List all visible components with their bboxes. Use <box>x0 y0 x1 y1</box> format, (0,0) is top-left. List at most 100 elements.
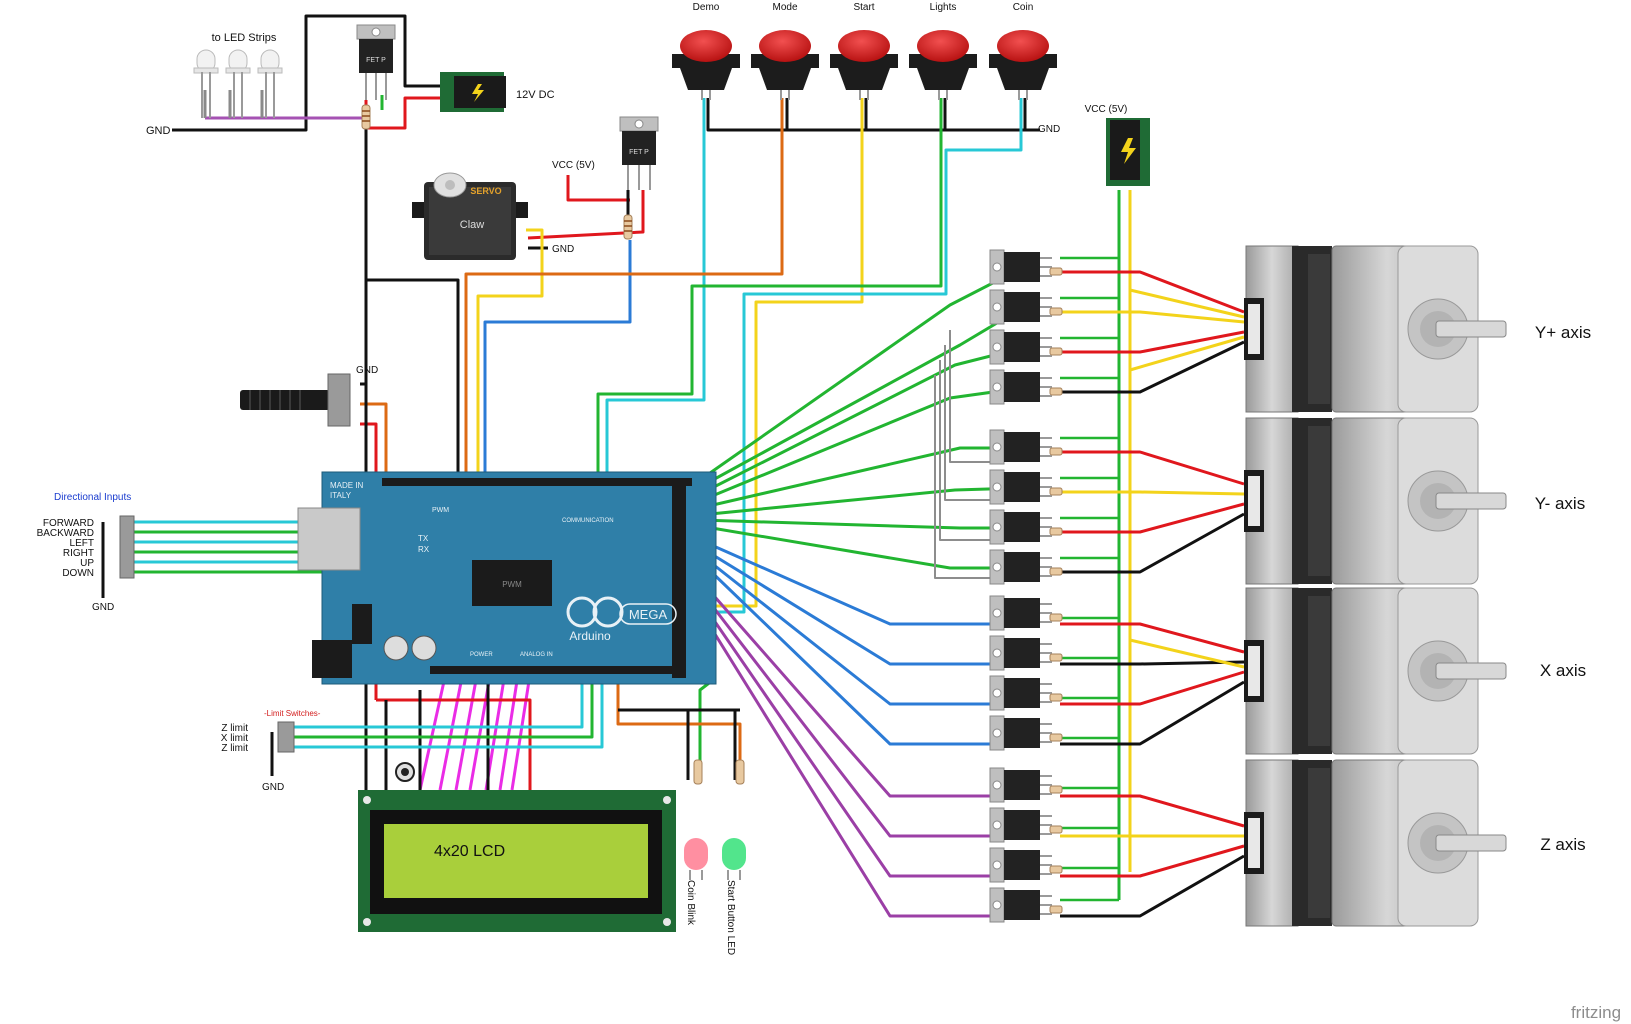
axis-label-y-minus: Y- axis <box>1535 494 1585 513</box>
limit-label-3: Z limit <box>221 743 248 754</box>
limit-gnd-label: GND <box>262 782 284 793</box>
tx-label: TX <box>418 534 429 543</box>
fet-p-label-2: FET P <box>629 149 649 156</box>
dc12-label: 12V DC <box>516 89 555 101</box>
button-label-demo: Demo <box>693 2 720 13</box>
limit-title: -Limit Switches- <box>264 709 321 718</box>
pwm-label: PWM <box>432 507 449 514</box>
motor-wires-y-plus <box>1060 270 1245 394</box>
vcc-motor-label: VCC (5V) <box>1085 104 1128 115</box>
limit-label-1: Z limit <box>221 723 248 734</box>
potentiometer[interactable]: GND <box>240 365 378 427</box>
led-strips-label: to LED Strips <box>212 32 277 44</box>
dc-jack-12v: 12V DC <box>440 72 555 112</box>
made-in-label: MADE IN <box>330 481 364 490</box>
lcd-label: 4x20 LCD <box>434 843 505 860</box>
motor-driver-mosfets <box>989 249 1063 923</box>
button-mode[interactable] <box>751 30 819 100</box>
trimmer-icon <box>395 762 415 782</box>
servo-word: SERVO <box>470 186 501 196</box>
servo-claw: SERVO Claw GND <box>412 172 574 260</box>
button-lights[interactable] <box>909 30 977 100</box>
power-label: POWER <box>470 652 493 658</box>
mosfet-driver-15 <box>989 847 1063 883</box>
dir-label-right: RIGHT <box>63 548 94 559</box>
dc-jack-5v: VCC (5V) <box>1085 104 1150 186</box>
dir-label-down: DOWN <box>62 568 94 579</box>
rx-label: RX <box>418 545 430 554</box>
mosfet-driver-12 <box>989 715 1063 751</box>
mosfet-driver-4 <box>989 369 1063 405</box>
arduino-mega-board: PWM MADE IN ITALY TX RX PWM COMMUNICATIO… <box>297 471 717 685</box>
led-start-button: Start Button LED <box>722 759 746 955</box>
italy-label: ITALY <box>330 491 352 500</box>
stepper-motor-z <box>1244 759 1507 927</box>
button-label-mode: Mode <box>772 2 797 13</box>
coin-blink-label: Coin Blink <box>685 880 696 926</box>
stepper-motor-x <box>1244 587 1507 755</box>
button-label-coin: Coin <box>1013 2 1034 13</box>
resistor-led <box>361 104 371 130</box>
mosfet-driver-6 <box>989 469 1063 505</box>
lcd-display: 4x20 LCD <box>358 790 676 932</box>
mosfet-driver-8 <box>989 549 1063 585</box>
stepper-motor-y-plus <box>1244 245 1507 413</box>
led-strip-group: to LED Strips GND <box>146 32 283 137</box>
axis-label-z: Z axis <box>1540 835 1585 854</box>
arduino-label: Arduino <box>569 629 611 643</box>
stepper-motor-y-minus <box>1244 417 1507 585</box>
button-label-lights: Lights <box>930 2 957 13</box>
button-demo[interactable] <box>672 30 740 100</box>
push-buttons: Demo Mode Start Lights Coin GND <box>672 2 1060 135</box>
mosfet-driver-5 <box>989 429 1063 465</box>
button-coin[interactable] <box>989 30 1057 100</box>
mosfet-driver-9 <box>989 595 1063 631</box>
dir-label-up: UP <box>80 558 94 569</box>
directional-inputs: Directional Inputs FORWARD BACKWARD LEFT… <box>37 492 135 613</box>
lightning-icon <box>1121 138 1136 164</box>
dir-label-backward: BACKWARD <box>37 528 94 539</box>
analog-in-label: ANALOG IN <box>520 652 553 658</box>
servo-gnd-label: GND <box>552 244 574 255</box>
led-strip-2 <box>225 49 251 118</box>
led-strip-1 <box>193 49 219 118</box>
mosfet-driver-13 <box>989 767 1063 803</box>
led-coin-blink: Coin Blink <box>684 759 708 926</box>
led-strip-3 <box>257 49 283 118</box>
lightning-icon <box>472 84 484 102</box>
claw-label: Claw <box>460 219 485 231</box>
mega-label: MEGA <box>629 607 668 622</box>
limit-label-2: X limit <box>221 733 248 744</box>
mosfet-driver-3 <box>989 329 1063 365</box>
button-start[interactable] <box>830 30 898 100</box>
fritzing-watermark: fritzing <box>1571 1003 1621 1022</box>
fet-p-label-1: FET P <box>366 57 386 64</box>
start-button-led-label: Start Button LED <box>725 880 736 955</box>
led-gnd-label: GND <box>146 125 171 137</box>
pot-gnd-label: GND <box>356 365 378 376</box>
mosfet-driver-11 <box>989 675 1063 711</box>
dir-label-forward: FORWARD <box>43 518 94 529</box>
mosfet-driver-10 <box>989 635 1063 671</box>
mosfet-driver-1 <box>989 249 1063 285</box>
motor-wires-x <box>1060 622 1245 746</box>
mosfet-driver-7 <box>989 509 1063 545</box>
stepper-motors <box>1244 245 1507 927</box>
mosfet-servo: FET P <box>619 116 659 240</box>
buttons-gnd-label: GND <box>1038 124 1060 135</box>
resistor-servo <box>623 214 633 240</box>
limit-switches: -Limit Switches- Z limit X limit Z limit… <box>221 709 321 793</box>
axis-label-y-plus: Y+ axis <box>1535 323 1591 342</box>
motor-wires-z <box>1060 794 1245 918</box>
arduino-logo-icon <box>566 596 624 628</box>
mosfet-driver-16 <box>989 887 1063 923</box>
dir-label-left: LEFT <box>70 538 94 549</box>
mosfet-driver-2 <box>989 289 1063 325</box>
directional-title: Directional Inputs <box>54 492 131 503</box>
communication-label: COMMUNICATION <box>562 518 614 524</box>
mosfet-driver-14 <box>989 807 1063 843</box>
button-label-start: Start <box>853 2 874 13</box>
axis-label-x: X axis <box>1540 661 1586 680</box>
motor-wires-y-minus <box>1060 450 1245 574</box>
chip-pwm-label: PWM <box>502 580 522 589</box>
